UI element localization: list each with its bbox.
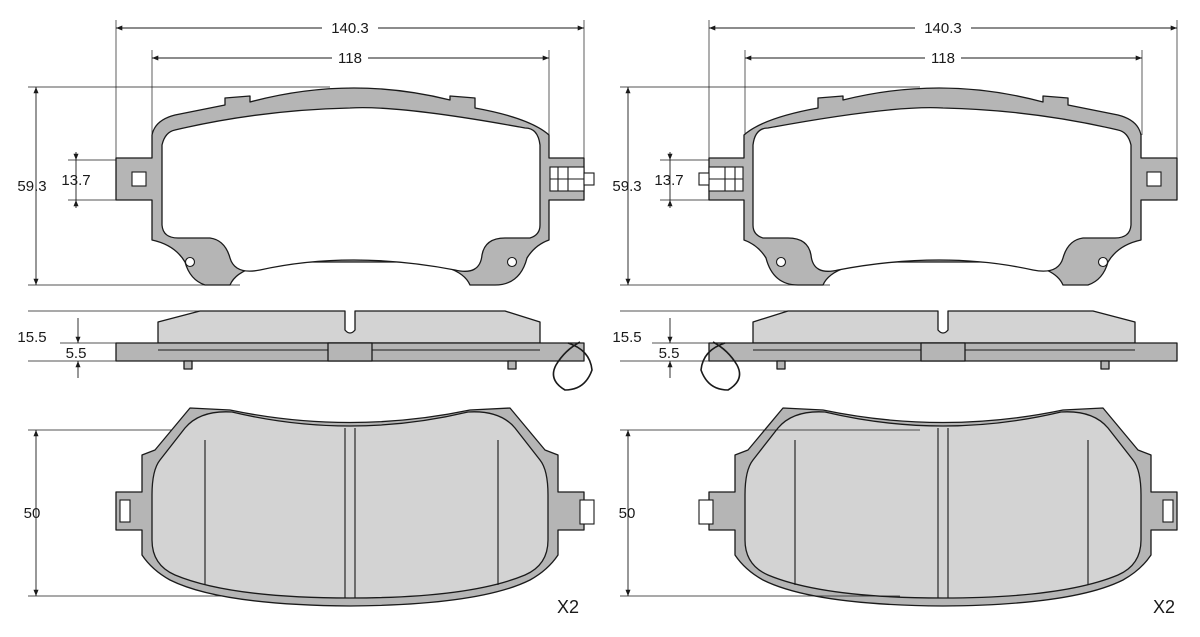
pin-side-view-a [1100, 360, 1110, 370]
dim-overall-width-left: 140.3 [115, 18, 585, 160]
inner-window-top-view [161, 107, 541, 272]
friction-pad-bottom-view [151, 411, 549, 599]
dim-height-right: 59.3 [612, 86, 920, 286]
friction-material-side-view [752, 310, 1136, 344]
height-label: 59.3 [612, 178, 641, 195]
ear-slot [1146, 171, 1162, 187]
right-pin-side-view [507, 360, 517, 370]
hole-spacing-label: 118 [931, 50, 955, 67]
ear-height-label: 13.7 [61, 172, 90, 189]
ear-height-label: 13.7 [654, 172, 683, 189]
center-shim-side-view [920, 342, 966, 362]
friction-height-label: 50 [619, 505, 636, 522]
dim-friction-height-right: 50 [619, 429, 920, 597]
height-label: 59.3 [17, 178, 46, 195]
dim-hole-spacing-left: 118 [151, 48, 550, 135]
wear-indicator-clip [549, 166, 595, 192]
pin-hole-a [1097, 256, 1109, 268]
wear-indicator-clip [698, 166, 744, 192]
friction-height-label: 50 [24, 505, 41, 522]
bottom-left-ear-slot [119, 499, 131, 523]
dim-ear-height-right: 13.7 [654, 152, 711, 208]
right-pin-hole [506, 256, 518, 268]
backplate-thickness-label: 5.5 [659, 345, 680, 362]
backplate-thickness-label: 5.5 [66, 345, 87, 362]
friction-material-side-view [157, 310, 541, 344]
hole-spacing-label: 118 [338, 50, 362, 67]
overall-width-label: 140.3 [331, 20, 369, 37]
inner-window-top-view [752, 107, 1132, 272]
bottom-ear-slot [1162, 499, 1174, 523]
dim-total-thickness-right: 15.5 5.5 [612, 310, 810, 378]
total-thickness-label: 15.5 [17, 329, 46, 346]
dim-ear-height-left: 13.7 [61, 152, 118, 208]
quantity-label: X2 [1153, 597, 1175, 617]
dim-hole-spacing-right: 118 [744, 48, 1143, 135]
bottom-clip [579, 499, 595, 525]
pad-left: 140.3 118 59.3 13.7 [17, 18, 595, 617]
pin-hole-b [775, 256, 787, 268]
bottom-clip [698, 499, 714, 525]
center-shim-side-view [327, 342, 373, 362]
left-ear-slot [131, 171, 147, 187]
left-pin-hole [184, 256, 196, 268]
left-pin-side-view [183, 360, 193, 370]
dim-overall-width-right: 140.3 [708, 18, 1178, 160]
wear-sensor-wire [700, 341, 741, 391]
dim-height-left: 59.3 [17, 86, 330, 286]
pad-right: 140.3 118 59.3 13.7 [612, 18, 1178, 617]
overall-width-label: 140.3 [924, 20, 962, 37]
pin-side-view-b [776, 360, 786, 370]
total-thickness-label: 15.5 [612, 329, 641, 346]
wear-sensor-wire [552, 341, 593, 391]
dim-total-thickness-left: 15.5 5.5 [17, 310, 220, 378]
quantity-label: X2 [557, 597, 579, 617]
friction-pad-bottom-view [744, 411, 1142, 599]
